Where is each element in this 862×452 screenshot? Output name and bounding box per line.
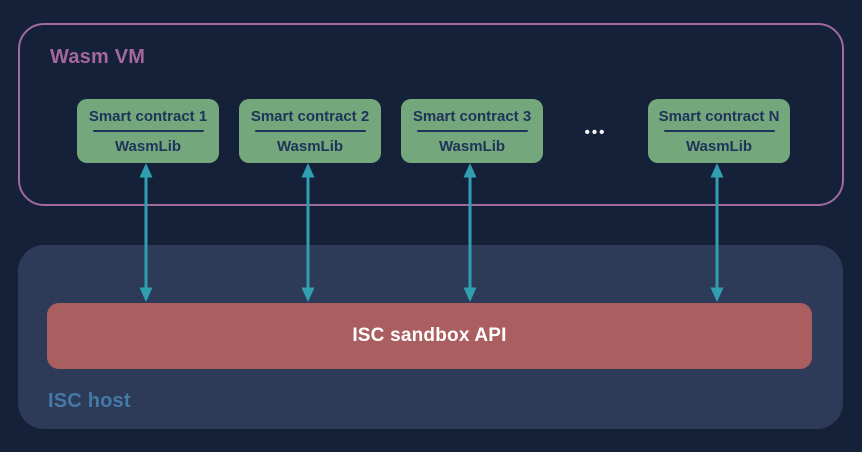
smart-contract-title: Smart contract N <box>658 107 780 125</box>
isc-sandbox-api-bar: ISC sandbox API <box>47 303 812 369</box>
wasm-vm-label: Wasm VM <box>50 46 146 68</box>
wasmlib-label: WasmLib <box>685 137 753 155</box>
smart-contract-title: Smart contract 1 <box>88 107 208 125</box>
isc-sandbox-api-label: ISC sandbox API <box>352 325 507 346</box>
smart-contract-card: Smart contract 1 WasmLib <box>77 99 219 163</box>
smart-contract-card: Smart contract N WasmLib <box>648 99 790 163</box>
wasm-vm-container: Wasm VM Smart contract 1 WasmLib Smart c… <box>18 23 844 206</box>
smart-contract-card: Smart contract 3 WasmLib <box>401 99 543 163</box>
wasmlib-label: WasmLib <box>438 137 506 155</box>
ellipsis: ••• <box>584 123 607 141</box>
contract-divider <box>416 129 528 132</box>
contract-divider <box>92 129 204 132</box>
isc-host-container: ISC sandbox API ISC host <box>18 245 843 429</box>
isc-host-label: ISC host <box>48 390 131 412</box>
wasmlib-label: WasmLib <box>114 137 182 155</box>
smart-contract-title: Smart contract 3 <box>412 107 532 125</box>
contract-divider <box>254 129 366 132</box>
contracts-row: Smart contract 1 WasmLib Smart contract … <box>77 99 790 163</box>
smart-contract-title: Smart contract 2 <box>250 107 370 125</box>
contract-divider <box>663 129 775 132</box>
wasmlib-label: WasmLib <box>276 137 344 155</box>
smart-contract-card: Smart contract 2 WasmLib <box>239 99 381 163</box>
